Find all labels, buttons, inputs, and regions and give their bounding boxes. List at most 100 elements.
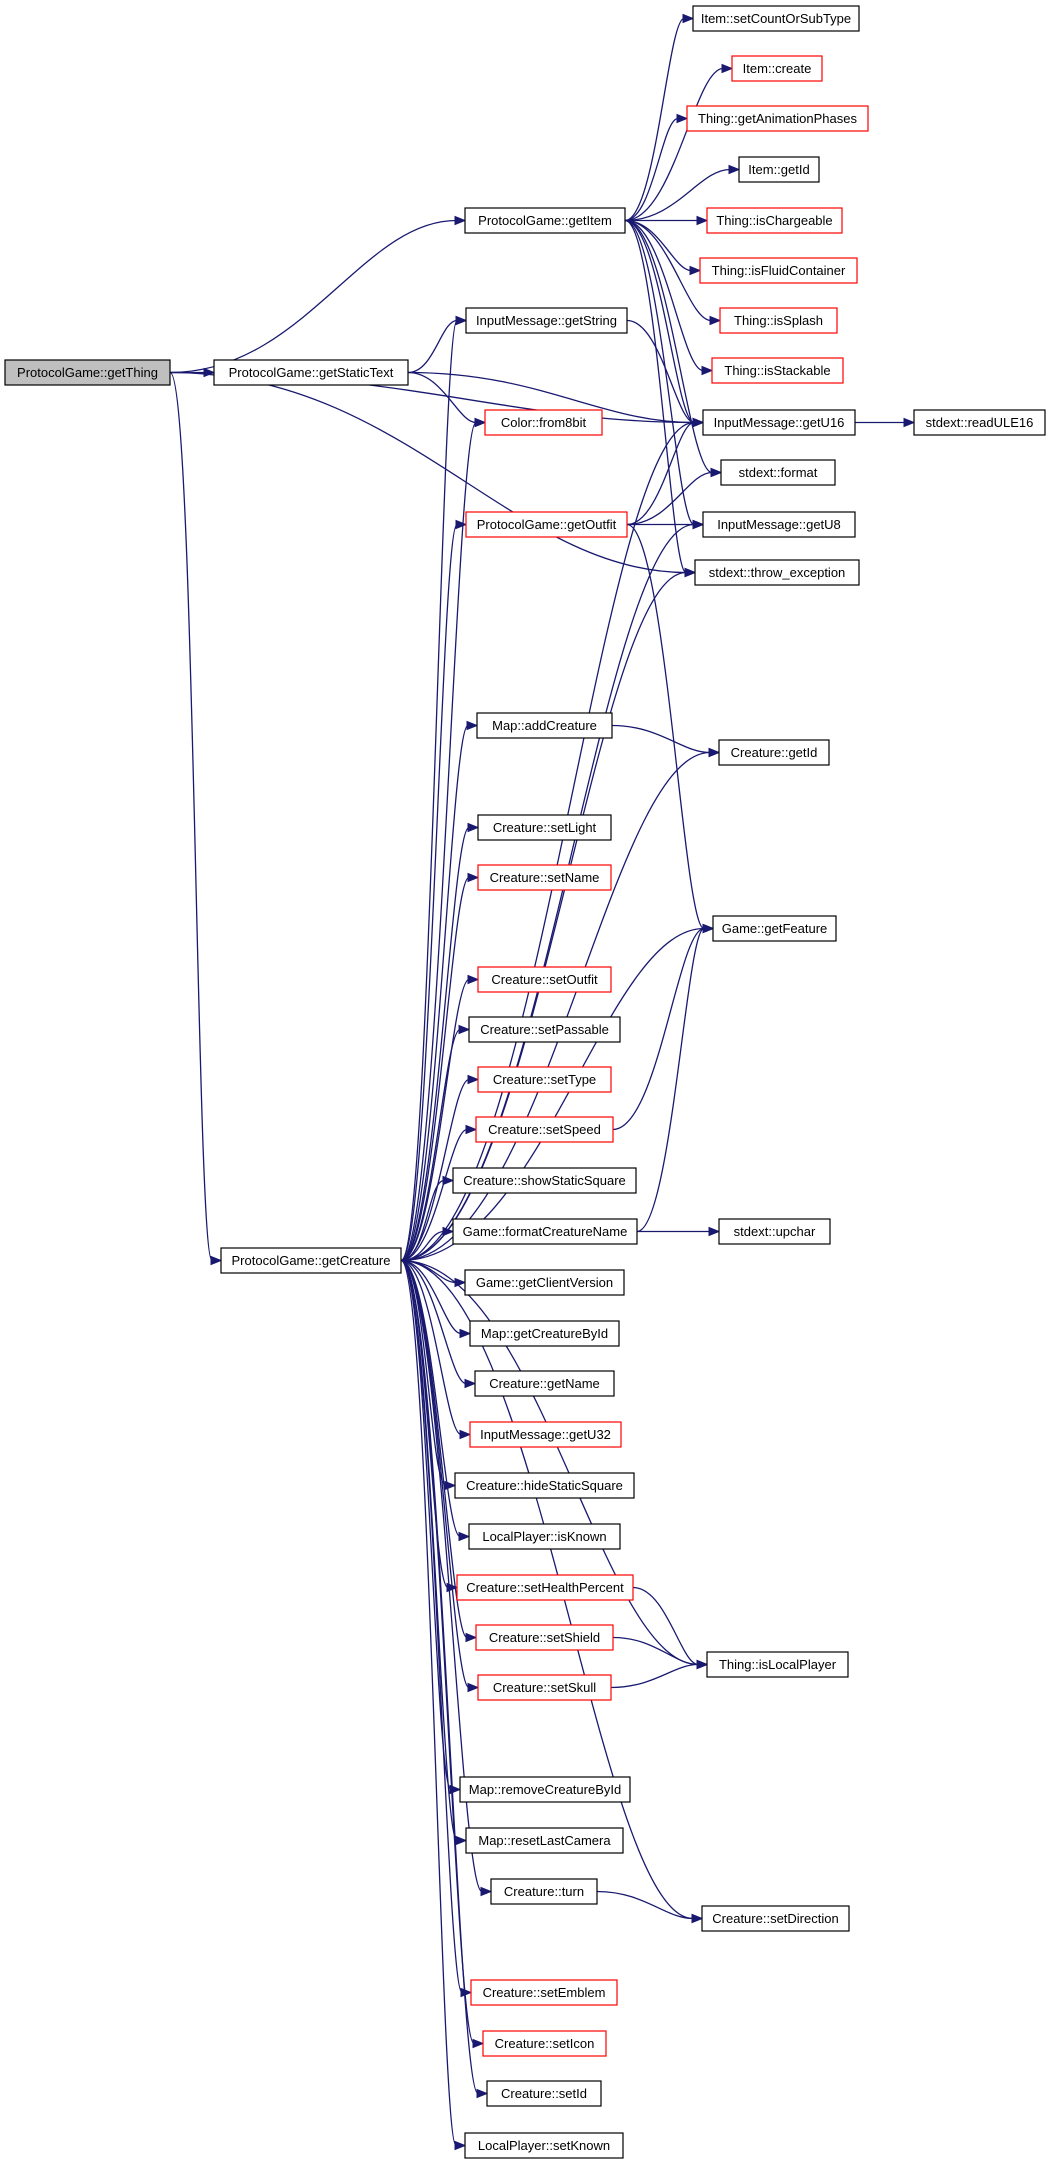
node-getU16[interactable]: InputMessage::getU16 [702,409,856,436]
node-setShield[interactable]: Creature::setShield [475,1624,614,1651]
node-getClientVersion[interactable]: Game::getClientVersion [464,1269,625,1296]
node-resetLastCamera[interactable]: Map::resetLastCamera [465,1827,624,1854]
node-box[interactable] [464,207,626,234]
node-getU32[interactable]: InputMessage::getU32 [469,1421,622,1448]
node-creatureGetId[interactable]: Creature::getId [718,739,830,766]
node-box[interactable] [464,1269,625,1296]
node-box[interactable] [452,1218,638,1245]
node-box[interactable] [686,105,869,132]
node-box[interactable] [718,739,830,766]
node-setLight[interactable]: Creature::setLight [477,814,612,841]
node-box[interactable] [220,1247,402,1274]
node-getCreatureById[interactable]: Map::getCreatureById [469,1320,620,1347]
node-box[interactable] [465,511,628,538]
node-getThing[interactable]: ProtocolGame::getThing [4,359,171,386]
node-box[interactable] [720,459,836,486]
node-box[interactable] [469,1320,620,1347]
node-setSpeed[interactable]: Creature::setSpeed [475,1116,614,1143]
node-box[interactable] [699,257,858,284]
node-itemCreate[interactable]: Item::create [731,55,823,82]
node-box[interactable] [738,156,820,183]
node-box[interactable] [477,1066,612,1093]
node-getItem[interactable]: ProtocolGame::getItem [464,207,626,234]
node-formatCreatureName[interactable]: Game::formatCreatureName [452,1218,638,1245]
node-throwException[interactable]: stdext::throw_exception [694,559,860,586]
node-setEmblem[interactable]: Creature::setEmblem [470,1979,618,2006]
node-box[interactable] [701,1905,850,1932]
node-box[interactable] [482,2030,607,2057]
node-getU8[interactable]: InputMessage::getU8 [702,511,856,538]
node-box[interactable] [706,207,843,234]
node-box[interactable] [490,1878,598,1905]
node-setSkull[interactable]: Creature::setSkull [477,1674,612,1701]
node-getFeature[interactable]: Game::getFeature [712,915,837,942]
node-box[interactable] [469,1421,622,1448]
node-box[interactable] [731,55,823,82]
node-box[interactable] [456,1574,634,1601]
node-box[interactable] [468,1016,621,1043]
node-box[interactable] [475,1624,614,1651]
node-box[interactable] [452,1167,637,1194]
node-getName[interactable]: Creature::getName [474,1370,615,1397]
node-box[interactable] [464,2132,624,2159]
node-box[interactable] [459,1776,631,1803]
node-setOutfit[interactable]: Creature::setOutfit [477,966,612,993]
node-isKnown[interactable]: LocalPlayer::isKnown [468,1523,621,1550]
node-itemGetId[interactable]: Item::getId [738,156,820,183]
node-box[interactable] [484,409,603,436]
node-box[interactable] [477,966,612,993]
node-readULE16[interactable]: stdext::readULE16 [913,409,1046,436]
node-box[interactable] [718,1218,831,1245]
node-getStaticText[interactable]: ProtocolGame::getStaticText [213,359,409,386]
node-box[interactable] [692,5,860,32]
node-isLocalPlayer[interactable]: Thing::isLocalPlayer [706,1651,849,1678]
node-getString[interactable]: InputMessage::getString [465,307,628,334]
node-box[interactable] [475,1116,614,1143]
node-box[interactable] [474,1370,615,1397]
node-box[interactable] [706,1651,849,1678]
node-box[interactable] [719,307,838,334]
node-box[interactable] [465,307,628,334]
node-setName[interactable]: Creature::setName [477,864,612,891]
node-from8bit[interactable]: Color::from8bit [484,409,603,436]
node-hideStaticSquare[interactable]: Creature::hideStaticSquare [454,1472,635,1499]
node-box[interactable] [486,2080,602,2107]
node-isFluidContainer[interactable]: Thing::isFluidContainer [699,257,858,284]
node-box[interactable] [468,1523,621,1550]
node-setHealthPercent[interactable]: Creature::setHealthPercent [456,1574,634,1601]
node-setIcon[interactable]: Creature::setIcon [482,2030,607,2057]
node-box[interactable] [694,559,860,586]
node-box[interactable] [470,1979,618,2006]
node-box[interactable] [476,712,613,739]
node-removeCreatureById[interactable]: Map::removeCreatureById [459,1776,631,1803]
node-box[interactable] [454,1472,635,1499]
node-getAnimationPhases[interactable]: Thing::getAnimationPhases [686,105,869,132]
node-box[interactable] [702,511,856,538]
node-setDirection[interactable]: Creature::setDirection [701,1905,850,1932]
node-addCreature[interactable]: Map::addCreature [476,712,613,739]
node-box[interactable] [4,359,171,386]
node-setPassable[interactable]: Creature::setPassable [468,1016,621,1043]
node-box[interactable] [477,1674,612,1701]
node-setKnown[interactable]: LocalPlayer::setKnown [464,2132,624,2159]
node-box[interactable] [712,915,837,942]
node-box[interactable] [213,359,409,386]
node-getCreature[interactable]: ProtocolGame::getCreature [220,1247,402,1274]
node-box[interactable] [477,814,612,841]
node-upchar[interactable]: stdext::upchar [718,1218,831,1245]
node-setId[interactable]: Creature::setId [486,2080,602,2107]
node-setType[interactable]: Creature::setType [477,1066,612,1093]
node-format[interactable]: stdext::format [720,459,836,486]
node-box[interactable] [913,409,1046,436]
node-box[interactable] [477,864,612,891]
node-setCountOrSubType[interactable]: Item::setCountOrSubType [692,5,860,32]
node-box[interactable] [465,1827,624,1854]
node-showStaticSquare[interactable]: Creature::showStaticSquare [452,1167,637,1194]
node-isSplash[interactable]: Thing::isSplash [719,307,838,334]
node-box[interactable] [702,409,856,436]
node-isChargeable[interactable]: Thing::isChargeable [706,207,843,234]
node-getOutfit[interactable]: ProtocolGame::getOutfit [465,511,628,538]
node-isStackable[interactable]: Thing::isStackable [711,357,844,384]
node-turn[interactable]: Creature::turn [490,1878,598,1905]
node-box[interactable] [711,357,844,384]
